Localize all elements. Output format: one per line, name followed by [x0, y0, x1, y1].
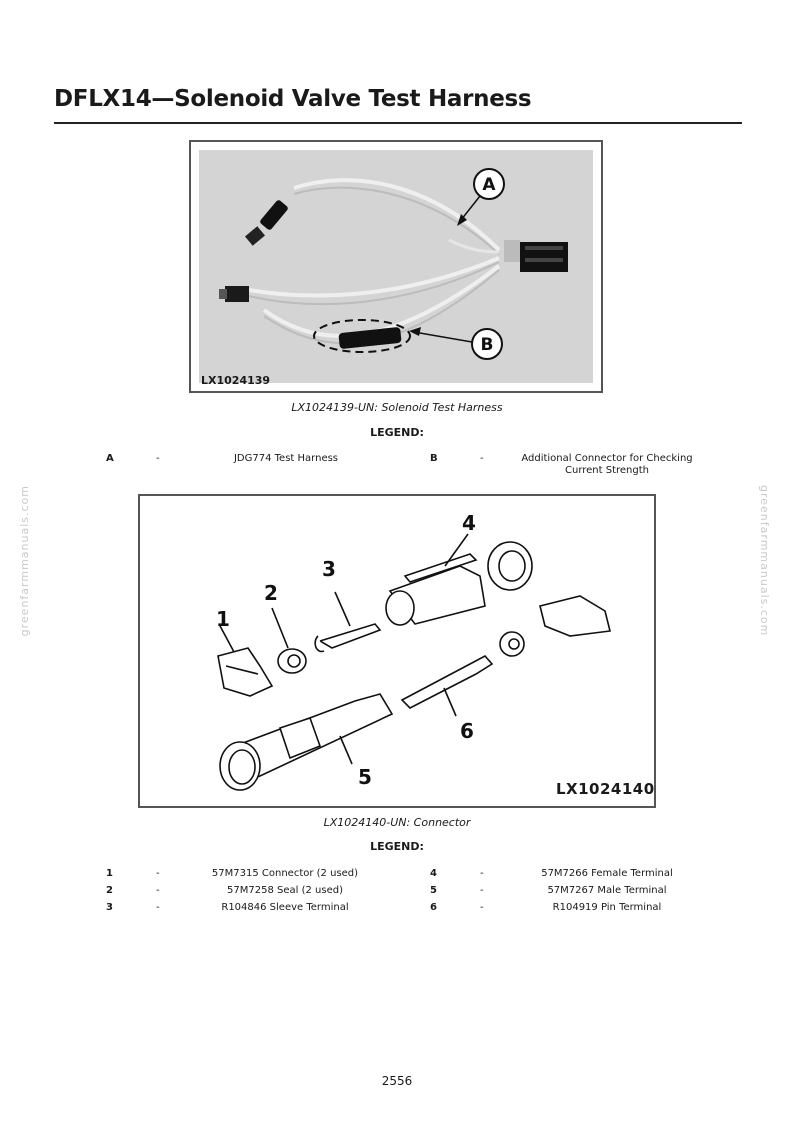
watermark-right: greenfarmmanuals.com: [758, 485, 771, 637]
callout-3: 3: [322, 557, 336, 581]
legend-dash: -: [156, 902, 160, 913]
legend-key: 3: [106, 902, 113, 913]
legend-key: 4: [430, 868, 437, 879]
figure-id-label: LX1024140: [556, 780, 655, 798]
connector-figure: 1 2 3 4 5 6 LX1024140: [138, 494, 656, 808]
legend-key: 6: [430, 902, 437, 913]
figure-id-label: LX1024139: [201, 374, 271, 387]
figure-caption: LX1024139-UN: Solenoid Test Harness: [291, 401, 503, 414]
callout-1: 1: [216, 607, 230, 631]
callout-5: 5: [358, 765, 372, 789]
callout-b: B: [481, 335, 494, 355]
page-title: DFLX14—Solenoid Valve Test Harness: [54, 86, 532, 112]
legend-dash: -: [480, 453, 484, 464]
legend-desc: Additional Connector for Checking Curren…: [521, 453, 693, 476]
callout-a: A: [482, 175, 496, 195]
legend-dash: -: [156, 885, 160, 896]
connector-exploded-view: 1 2 3 4 5 6: [216, 511, 611, 791]
legend-desc: 57M7315 Connector (2 used): [211, 868, 359, 879]
legend-key: 2: [106, 885, 113, 896]
legend-dash: -: [480, 902, 484, 913]
legend-desc: 57M7266 Female Terminal: [541, 868, 673, 879]
figure-caption: LX1024140-UN: Connector: [323, 816, 471, 829]
legend-key: 1: [106, 868, 113, 879]
legend-dash: -: [156, 453, 160, 464]
legend-desc: 57M7258 Seal (2 used): [227, 885, 343, 896]
callout-6: 6: [460, 719, 474, 743]
harness-photo: A B: [199, 150, 593, 383]
legend-desc: 57M7267 Male Terminal: [547, 885, 667, 896]
callout-4: 4: [462, 511, 476, 535]
legend-dash: -: [480, 885, 484, 896]
legend-heading: LEGEND:: [370, 426, 424, 439]
legend-desc: JDG774 Test Harness: [233, 453, 339, 464]
legend-desc: R104846 Sleeve Terminal: [221, 902, 349, 913]
legend-key: A: [106, 453, 114, 464]
harness-illustration: A B: [219, 168, 568, 360]
legend-key: B: [430, 453, 438, 464]
legend-desc: R104919 Pin Terminal: [552, 902, 662, 913]
callout-2: 2: [264, 581, 278, 605]
legend-dash: -: [156, 868, 160, 879]
legend-key: 5: [430, 885, 437, 896]
legend-heading: LEGEND:: [370, 840, 424, 853]
title-divider: [54, 122, 742, 124]
page-number: 2556: [381, 1074, 413, 1088]
watermark-left: greenfarmmanuals.com: [18, 485, 31, 637]
harness-figure: A B LX1024139: [189, 140, 603, 393]
legend-dash: -: [480, 868, 484, 879]
